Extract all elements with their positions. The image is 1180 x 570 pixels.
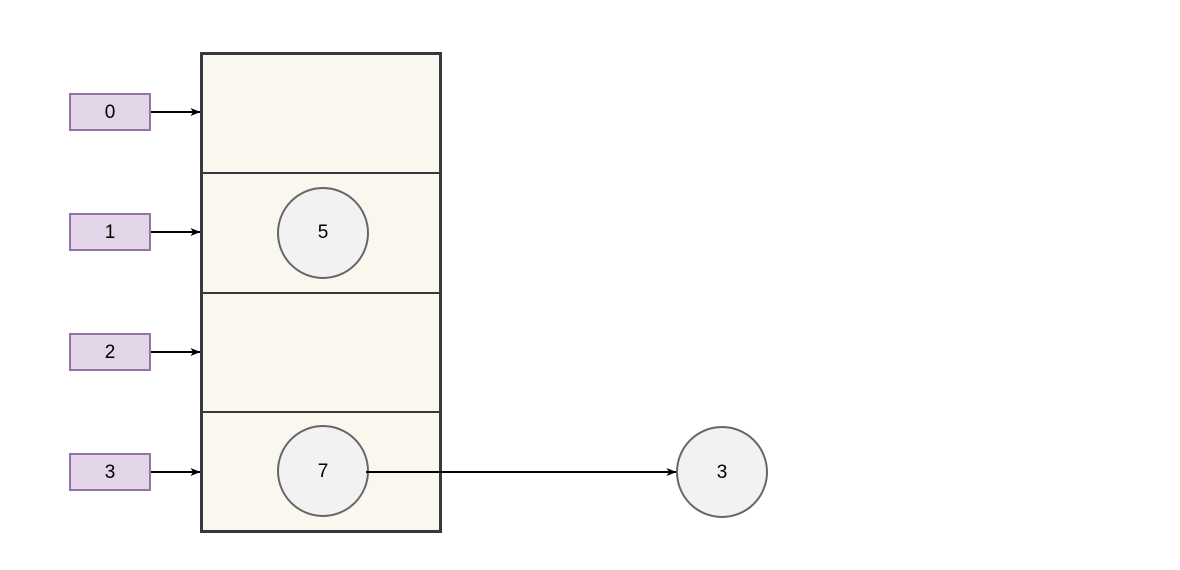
node-circle-5[interactable]: 5 xyxy=(277,186,369,279)
node-circle-7[interactable]: 7 xyxy=(277,425,369,518)
index-label-2[interactable]: 2 xyxy=(69,333,151,371)
node-circle-3[interactable]: 3 xyxy=(676,426,768,518)
index-label-3[interactable]: 3 xyxy=(69,453,151,491)
array-slot-3[interactable]: 7 xyxy=(203,412,439,530)
array-slot-1[interactable]: 5 xyxy=(203,174,439,294)
index-label-0[interactable]: 0 xyxy=(69,93,151,131)
array-container: 5 7 xyxy=(200,52,442,533)
array-slot-0[interactable] xyxy=(203,55,439,175)
index-label-1[interactable]: 1 xyxy=(69,213,151,251)
array-slot-2[interactable] xyxy=(203,293,439,413)
